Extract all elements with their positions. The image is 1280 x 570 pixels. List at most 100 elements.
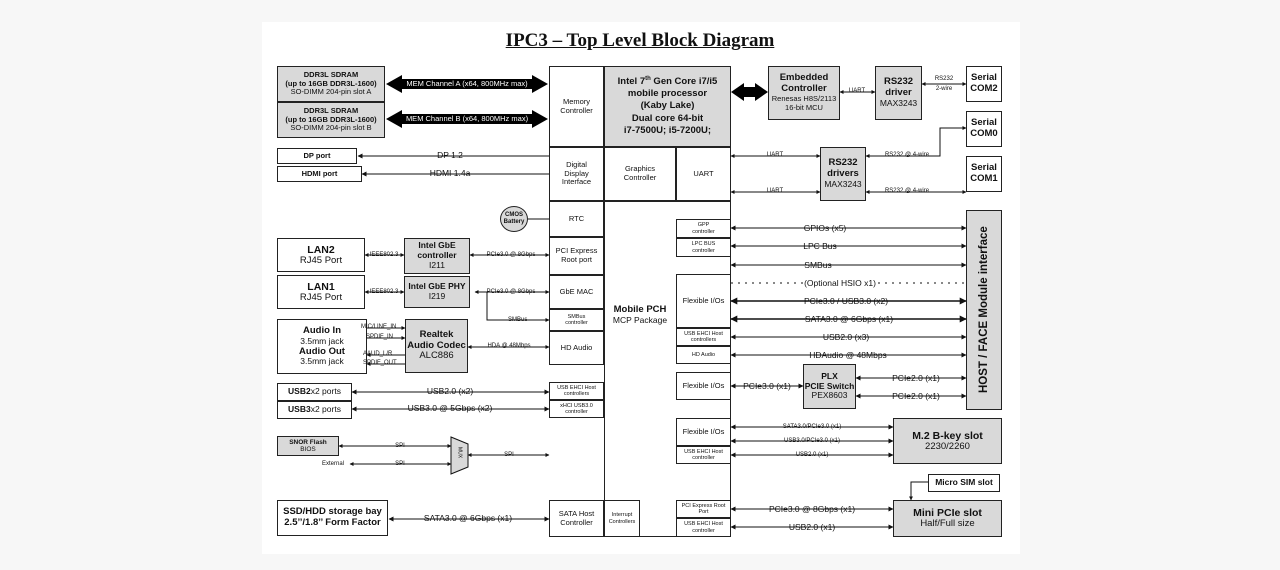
lan2-title: LAN2 (307, 243, 335, 256)
drv2-line1: RS232 (828, 157, 858, 169)
spdif-out-label: SPDIF_OUT (363, 360, 397, 366)
storage-link-label: SATA3.0 @ 6Gbps (x1) (423, 513, 513, 523)
pch-usb-ehci-right-3: USB EHCI Host controller (676, 518, 731, 537)
usb2-rest: x2 ports (310, 386, 341, 397)
pcie-root-line1: PCI Express (555, 246, 598, 256)
com2-line1: Serial (971, 72, 997, 84)
usb3-bold: USB3 (288, 404, 311, 415)
lpc-line1: LPC BUS (691, 241, 716, 248)
codec-line3: ALC886 (419, 350, 454, 362)
serial-com1: Serial COM1 (966, 156, 1002, 192)
audio-out-title: Audio Out (299, 345, 345, 357)
cpu-line2: mobile processor (627, 88, 708, 100)
pch-name-line2: MCP Package (612, 314, 668, 325)
m2-line2: 2230/2260 (925, 440, 970, 452)
gbe-ctrl-link-label: PCIe3.0 @ 8Gbps (486, 252, 536, 258)
spdif-in-label: SPDIF_IN (366, 334, 394, 340)
pch-pcie-root: PCI Express Root port (549, 237, 604, 275)
cpu-line1-sup: th (645, 75, 651, 82)
lan2-port: LAN2 RJ45 Port (277, 238, 365, 272)
slot-a-line2: (up to 16GB DDR3L-1600) (285, 78, 377, 88)
gbe-phy-line1: Intel GbE PHY (408, 281, 466, 292)
hda-link-label: HDA @ 48Mbps (487, 343, 531, 349)
slot-b-line1: DDR3L SDRAM (303, 106, 359, 116)
ec-line3: Renesas H8S/2113 (771, 94, 837, 104)
lan2-link-label: IEEE802.3 (369, 252, 399, 258)
ddi-line2: Display (564, 168, 589, 178)
plx-line2: PCIE Switch (804, 380, 855, 391)
cpu-line4: Dual core 64-bit (631, 112, 704, 124)
minipcie-link1-label: PCIe3.0 @ 8Gbps (x1) (768, 504, 856, 514)
pcie-root-r-line2: Port (698, 509, 709, 515)
minipcie-line2: Half/Full size (920, 518, 975, 530)
hdmi-port: HDMI port (277, 166, 362, 182)
cpu-line1b: Gen Core i7/i5 (650, 75, 718, 87)
drv1-line2: driver (885, 87, 912, 99)
mem-channel-arrows (386, 75, 768, 128)
mic-label: MIC/LINE_IN (361, 324, 397, 330)
usb3-rest: x2 ports (310, 404, 341, 415)
sata-host-line2: Controller (560, 517, 593, 527)
minipcie-line1: Mini PCIe slot (913, 507, 982, 519)
com2-link-label-2: 2-wire (935, 86, 953, 92)
pch-hd-audio-right: HD Audio (676, 346, 731, 364)
storage-line1: SSD/HDD storage bay (283, 506, 382, 518)
smbus-ctrl-line1: SMBus (567, 313, 586, 320)
ddi-line3: Interface (561, 177, 592, 187)
cpu-line1a: Intel 7 (617, 75, 646, 87)
spi-label-bottom: SPI (395, 461, 405, 467)
pch-shade (604, 201, 731, 537)
slot-a-line1: DDR3L SDRAM (303, 70, 359, 80)
pch-flexible-io-1: Flexible I/Os (676, 274, 731, 328)
drv1-line3: MAX3243 (879, 98, 918, 109)
usb3-ports: USB3 x2 ports (277, 401, 352, 419)
ddr3l-slot-b: DDR3L SDRAM (up to 16GB DDR3L-1600) SO-D… (277, 102, 385, 138)
gbe-ctrl-line3: I211 (429, 259, 445, 270)
usb-ehci-r2-line2: controller (692, 455, 715, 461)
m2-link1-label: SATA3.0/PCIe3.0 (x1) (782, 424, 842, 430)
dp-port: DP port (277, 148, 357, 164)
cpu-line5: i7-7500U; i5-7200U; (623, 125, 712, 137)
slot-b-line2: (up to 16GB DDR3L-1600) (285, 114, 377, 124)
audio-in-title: Audio In (303, 324, 341, 336)
m2-bkey-slot: M.2 B-key slot 2230/2260 (893, 418, 1002, 464)
m2-link3-label: USB2.0 (x1) (795, 452, 829, 458)
hdmi-link-label: HDMI 1.4a (429, 168, 471, 178)
pcie-usb3-link-label: PCIe3.0 / USB3.0 (x2) (803, 296, 889, 306)
host-label: HOST / FACE Module interface (977, 226, 990, 394)
plx-in-link-label: PCIe3.0 (x1) (743, 381, 791, 391)
usb2-bold: USB2 (288, 386, 311, 397)
minipcie-link2-label: USB2.0 (x1) (788, 522, 836, 532)
smbus-ctrl-line2: controller (565, 320, 588, 326)
cmos-line2: Battery (503, 219, 525, 225)
pch-lpc: LPC BUS controller (676, 238, 731, 257)
drv2-line2: drivers (827, 168, 859, 180)
ddi-line1: Digital (566, 160, 587, 170)
usb2-ports: USB2 x2 ports (277, 383, 352, 401)
mem-channel-b-label: MEM Channel B (x64, 800MHz max) (405, 114, 529, 123)
pch-hd-audio: HD Audio (549, 331, 604, 365)
snor-line1: SNOR Flash (289, 438, 327, 446)
sata-host-line1: SATA Host (558, 508, 595, 518)
lpc-link-label: LPC Bus (803, 241, 837, 251)
spi-label-pch: SPI (504, 452, 514, 458)
pch-sata-host: SATA Host Controller (549, 500, 604, 537)
pch-flexible-io-2: Flexible I/Os (676, 372, 731, 400)
serial-com0: Serial COM0 (966, 111, 1002, 147)
serial-com2: Serial COM2 (966, 66, 1002, 102)
pch-smbus-controller: SMBus controller (549, 309, 604, 331)
lan1-title: LAN1 (307, 280, 335, 293)
com0-line2: COM0 (970, 128, 998, 139)
cpu-name: Intel 7th Gen Core i7/i5 mobile processo… (604, 66, 731, 147)
hsio-link-label: (Optional HSIO x1) (804, 278, 876, 288)
ec-line2: Controller (781, 83, 827, 95)
audio-out-sub: 3.5mm jack (300, 356, 344, 367)
micro-sim-slot: Micro SIM slot (928, 474, 1000, 492)
pch-usb-ehci-right: USB EHCI Host controllers (676, 328, 731, 346)
pch-name-line1: Mobile PCH (613, 303, 667, 315)
com1-line2: COM1 (970, 173, 998, 184)
xhci-line2: controller (565, 409, 588, 415)
audio-jacks: Audio In 3.5mm jack Audio Out 3.5mm jack (277, 319, 367, 374)
pch-name: Mobile PCH MCP Package (604, 290, 676, 340)
